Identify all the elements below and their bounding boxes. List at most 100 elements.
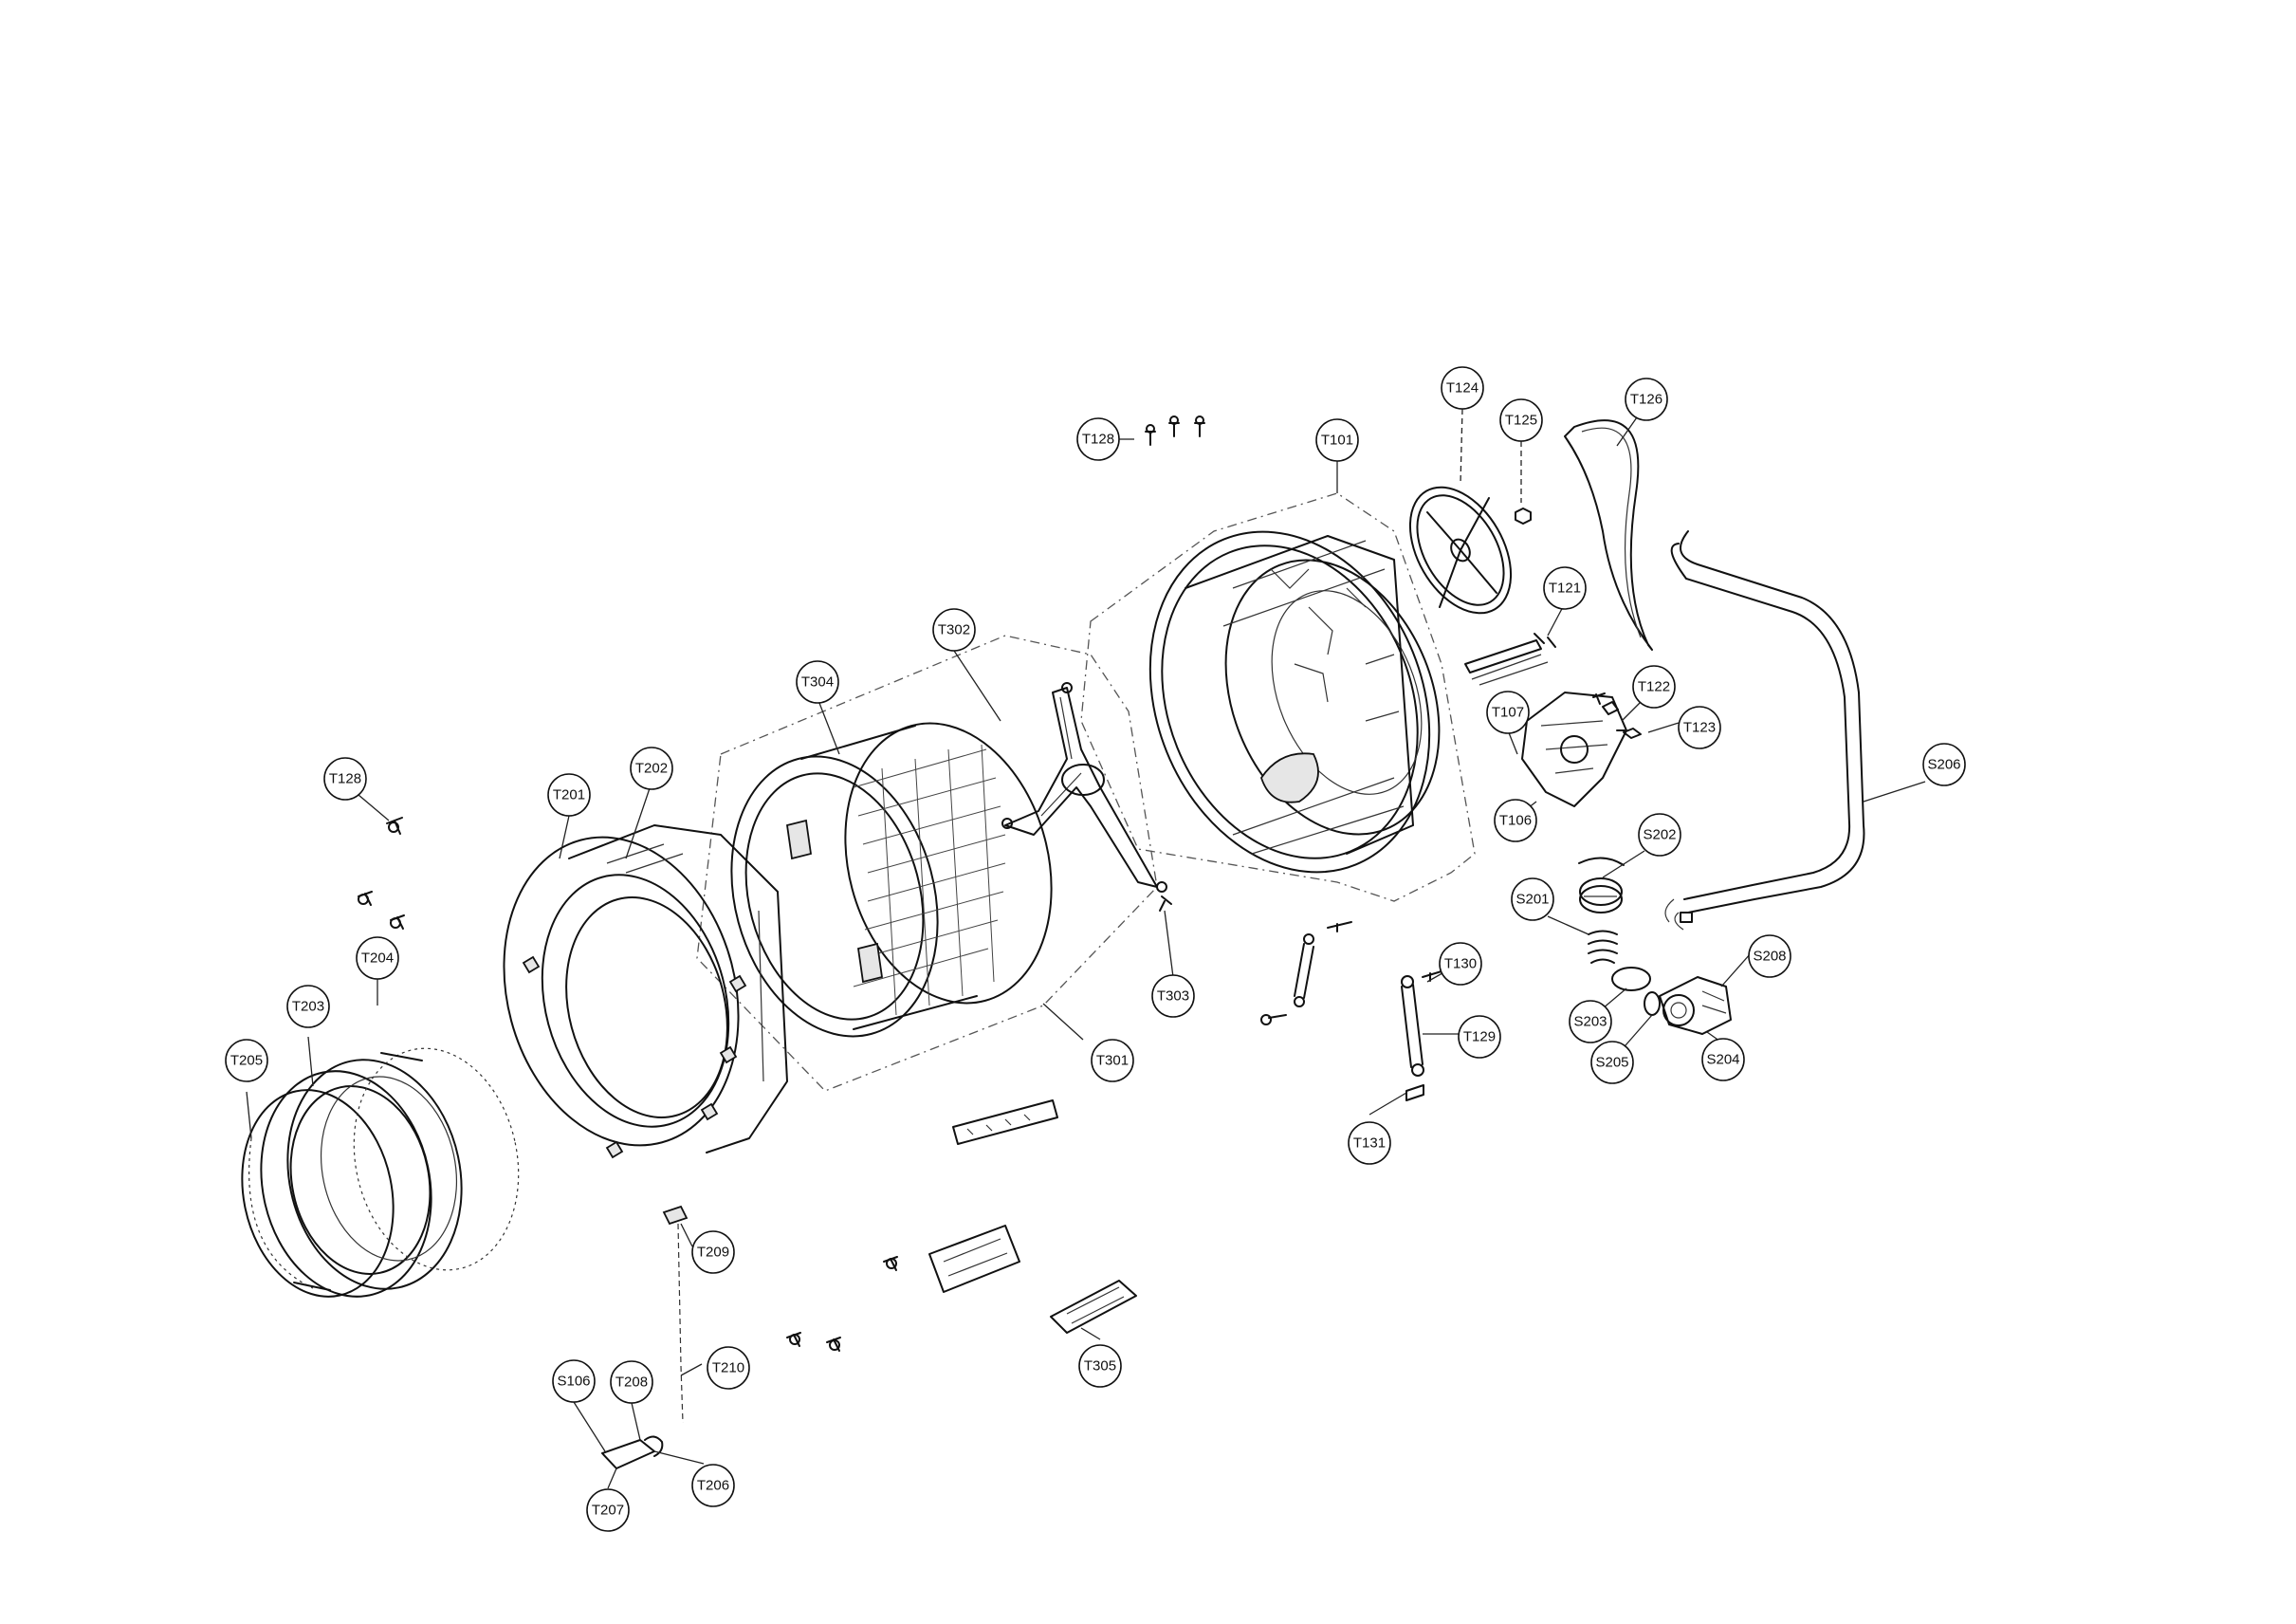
label-T206: T206 bbox=[691, 1464, 735, 1507]
screw-part bbox=[786, 1332, 801, 1347]
drum-assembly-outline bbox=[696, 635, 1158, 1092]
label-T122-text: T122 bbox=[1638, 679, 1670, 695]
gasket-clamp-part bbox=[353, 1047, 520, 1271]
label-T129: T129 bbox=[1458, 1015, 1501, 1059]
label-T304-text: T304 bbox=[801, 674, 834, 691]
label-T106-text: T106 bbox=[1499, 813, 1532, 829]
pump-seal-part bbox=[1644, 991, 1661, 1016]
label-T302-text: T302 bbox=[938, 622, 970, 638]
label-T204-text: T204 bbox=[361, 950, 394, 967]
label-S204: S204 bbox=[1701, 1038, 1745, 1081]
label-T121: T121 bbox=[1543, 566, 1587, 610]
label-T128b: T128 bbox=[323, 757, 367, 801]
pump-hose-clip-part bbox=[1680, 912, 1693, 923]
label-T124: T124 bbox=[1441, 366, 1484, 410]
damper-parts bbox=[1260, 921, 1352, 1025]
label-T209-text: T209 bbox=[697, 1245, 729, 1261]
motor-part bbox=[1521, 692, 1627, 807]
pulley-nut-part bbox=[1515, 508, 1532, 525]
label-T123: T123 bbox=[1678, 706, 1721, 749]
pulley-part bbox=[1408, 486, 1513, 615]
label-T202: T202 bbox=[630, 747, 673, 790]
screw-part bbox=[1168, 415, 1180, 437]
label-T128a-text: T128 bbox=[1082, 432, 1114, 448]
label-T201: T201 bbox=[547, 773, 591, 817]
label-T203-text: T203 bbox=[292, 999, 324, 1015]
label-T205: T205 bbox=[225, 1039, 268, 1082]
screw-part bbox=[883, 1256, 898, 1271]
screws bbox=[358, 415, 1205, 1352]
label-T305: T305 bbox=[1078, 1344, 1122, 1388]
leader-lines bbox=[246, 408, 1926, 1489]
motor-screw-part bbox=[1592, 692, 1606, 705]
label-T126: T126 bbox=[1625, 378, 1668, 421]
label-T131-text: T131 bbox=[1353, 1135, 1386, 1152]
inner-drum-part bbox=[730, 722, 1053, 1038]
label-T301-text: T301 bbox=[1096, 1053, 1129, 1069]
drum-spider-part bbox=[1001, 682, 1167, 893]
label-T303: T303 bbox=[1151, 974, 1195, 1018]
label-S208-text: S208 bbox=[1753, 949, 1786, 965]
label-T122: T122 bbox=[1632, 665, 1676, 709]
label-T202-text: T202 bbox=[635, 761, 668, 777]
label-T205-text: T205 bbox=[230, 1053, 263, 1069]
damper-rod-part bbox=[1401, 975, 1424, 1077]
motor-clip-part bbox=[1623, 728, 1642, 739]
label-T208: T208 bbox=[610, 1360, 653, 1404]
door-glass-part bbox=[248, 1137, 331, 1291]
pump-clip-part bbox=[1578, 857, 1625, 866]
label-T123-text: T123 bbox=[1683, 720, 1716, 736]
label-T107: T107 bbox=[1486, 691, 1530, 734]
label-T208-text: T208 bbox=[615, 1375, 648, 1391]
label-T130: T130 bbox=[1439, 942, 1482, 986]
label-T301: T301 bbox=[1091, 1039, 1134, 1082]
heater-sensor-parts bbox=[601, 1205, 689, 1469]
front-tub-part bbox=[503, 824, 788, 1159]
label-S203-text: S203 bbox=[1573, 1014, 1607, 1030]
label-T210: T210 bbox=[707, 1346, 750, 1390]
screw-part bbox=[826, 1337, 841, 1352]
label-T124-text: T124 bbox=[1446, 380, 1479, 397]
label-T125: T125 bbox=[1499, 398, 1543, 442]
label-T203: T203 bbox=[286, 985, 330, 1028]
label-T129-text: T129 bbox=[1463, 1029, 1496, 1045]
label-S202-text: S202 bbox=[1643, 827, 1676, 843]
label-T305-text: T305 bbox=[1084, 1358, 1116, 1375]
door-gasket-part bbox=[241, 1059, 463, 1298]
label-T210-text: T210 bbox=[712, 1360, 744, 1376]
counterweight-part bbox=[1050, 1280, 1137, 1334]
rear-tub-part bbox=[1148, 530, 1441, 874]
label-S204-text: S204 bbox=[1706, 1052, 1739, 1068]
screw-part bbox=[1194, 415, 1205, 437]
label-S205-text: S205 bbox=[1595, 1055, 1628, 1071]
label-S203: S203 bbox=[1569, 1000, 1612, 1043]
damper-bushing-part bbox=[1405, 1084, 1424, 1101]
screw-part bbox=[1159, 895, 1172, 912]
label-T130-text: T130 bbox=[1444, 956, 1477, 972]
assembly-outlines bbox=[696, 492, 1476, 1092]
label-T107-text: T107 bbox=[1492, 705, 1524, 721]
drain-pump-part bbox=[1659, 976, 1732, 1035]
drive-belt-part bbox=[1564, 419, 1653, 651]
label-T121-text: T121 bbox=[1549, 581, 1581, 597]
label-T302: T302 bbox=[932, 608, 976, 652]
label-S202: S202 bbox=[1638, 813, 1681, 857]
label-S106-text: S106 bbox=[557, 1374, 590, 1390]
label-T131: T131 bbox=[1348, 1121, 1391, 1165]
label-T106: T106 bbox=[1494, 799, 1537, 842]
screw-part bbox=[358, 891, 373, 906]
label-S106: S106 bbox=[552, 1359, 596, 1403]
label-T204: T204 bbox=[356, 936, 399, 980]
label-T209: T209 bbox=[691, 1230, 735, 1274]
label-S205: S205 bbox=[1590, 1041, 1634, 1084]
label-S201-text: S201 bbox=[1515, 892, 1549, 908]
drain-hose-part bbox=[1664, 530, 1865, 931]
label-T126-text: T126 bbox=[1630, 392, 1662, 408]
label-S201: S201 bbox=[1511, 877, 1554, 921]
label-T206-text: T206 bbox=[697, 1478, 729, 1494]
label-T304: T304 bbox=[796, 660, 839, 704]
screw-part bbox=[390, 914, 405, 930]
lifter-parts bbox=[928, 1099, 1058, 1293]
label-S208: S208 bbox=[1748, 934, 1791, 978]
